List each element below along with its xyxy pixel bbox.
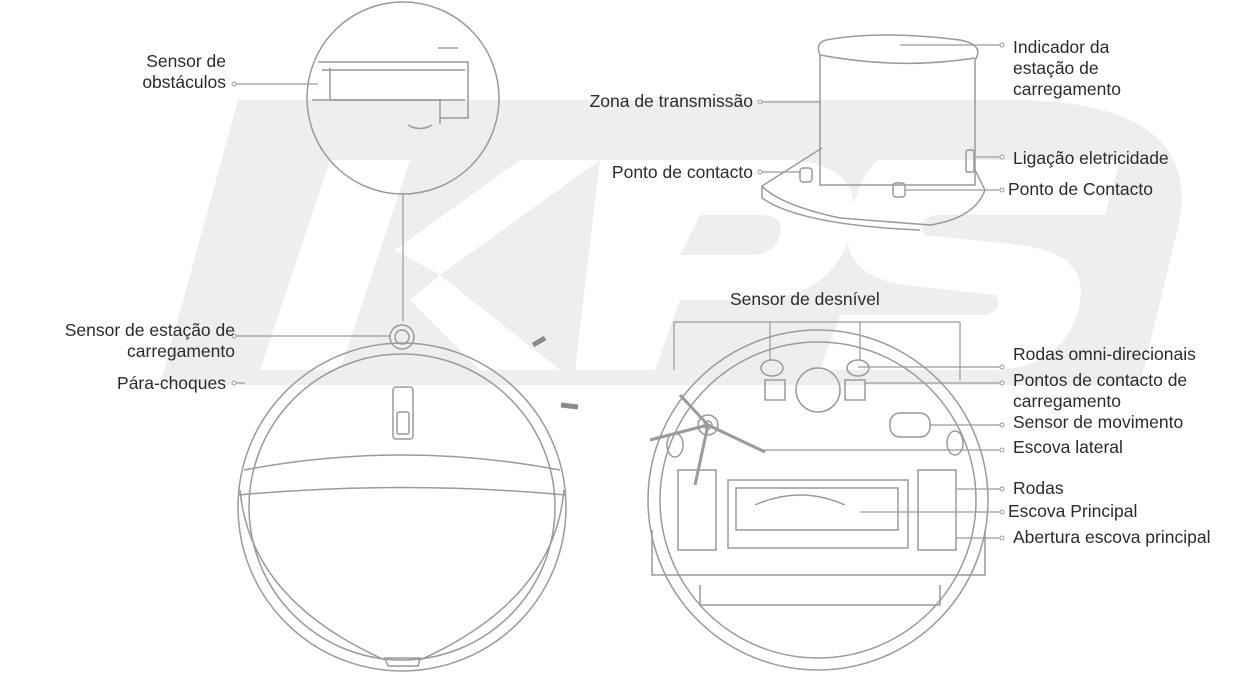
cliff-sensor-bracket bbox=[673, 321, 961, 380]
label-wheels: Rodas bbox=[1013, 478, 1064, 498]
label-obstacle-sensor-line1: Sensor de bbox=[146, 51, 226, 71]
label-dock-indicator-line1: Indicador da bbox=[1013, 37, 1110, 57]
charging-dock bbox=[760, 34, 986, 231]
label-main-brush-opening: Abertura escova principal bbox=[1013, 527, 1211, 547]
label-contact-point-left: Ponto de contacto bbox=[611, 162, 753, 182]
label-dock-sensor-line2: carregamento bbox=[127, 341, 235, 361]
label-side-brush: Escova lateral bbox=[1013, 437, 1123, 457]
label-dock-indicator: Indicador da estação de carregamento bbox=[1013, 37, 1121, 100]
obstacle-sensor-zoom bbox=[306, 1, 500, 195]
label-dock-indicator-line2: estação de bbox=[1013, 58, 1099, 78]
label-transmission-zone: Zona de transmissão bbox=[589, 91, 753, 111]
label-main-brush: Escova Principal bbox=[1008, 501, 1138, 521]
label-dock-sensor-line1: Sensor de estação de bbox=[64, 320, 235, 340]
label-motion-sensor: Sensor de movimento bbox=[1013, 412, 1184, 432]
label-cliff-sensor: Sensor de desnível bbox=[730, 289, 880, 309]
label-charge-contacts-line1: Pontos de contacto de bbox=[1013, 370, 1188, 390]
label-obstacle-sensor-line2: obstáculos bbox=[142, 72, 226, 92]
leader-lines bbox=[234, 44, 1002, 539]
robot-top-view bbox=[237, 324, 579, 672]
label-dock-sensor: Sensor de estação de carregamento bbox=[65, 320, 235, 362]
label-dock-indicator-line3: carregamento bbox=[1013, 79, 1121, 99]
label-charge-contacts: Pontos de contacto de carregamento bbox=[1013, 370, 1187, 412]
leader-dots bbox=[231, 42, 1005, 541]
label-power-connection: Ligação eletricidade bbox=[1013, 148, 1169, 168]
label-charge-contacts-line2: carregamento bbox=[1013, 391, 1121, 411]
watermark-kps bbox=[160, 100, 1182, 385]
label-contact-point-right: Ponto de Contacto bbox=[1008, 179, 1153, 199]
label-bumper: Pára-choques bbox=[117, 373, 226, 393]
robot-bottom-view bbox=[647, 329, 989, 671]
label-omni-wheels: Rodas omni-direcionais bbox=[1013, 344, 1196, 364]
label-obstacle-sensor: Sensor de obstáculos bbox=[142, 51, 226, 93]
